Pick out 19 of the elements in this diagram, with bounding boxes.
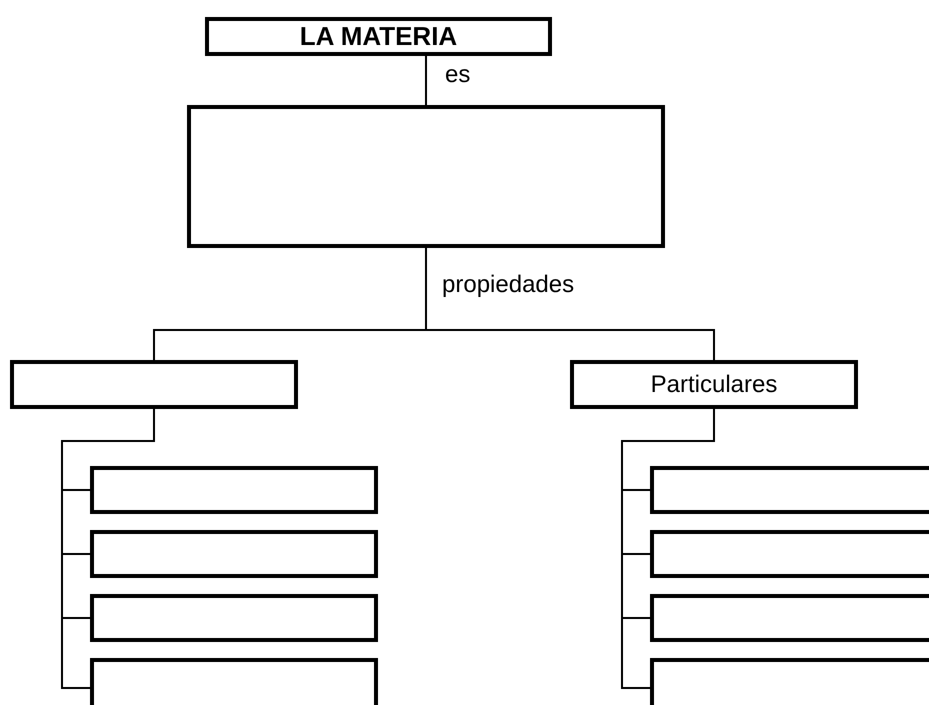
empty-box (650, 658, 929, 705)
connector-line (425, 56, 427, 105)
node-text: LA MATERIA (300, 21, 458, 52)
empty-box (90, 594, 378, 642)
connector-line (621, 409, 715, 689)
connector-line (425, 248, 715, 360)
empty-box (650, 530, 929, 578)
concept-box (205, 17, 552, 56)
concept-box (570, 360, 858, 409)
empty-box (650, 594, 929, 642)
empty-box (90, 530, 378, 578)
edge-label: propiedades (442, 272, 574, 298)
node-text: Particulares (650, 370, 778, 398)
empty-box (650, 466, 929, 514)
empty-box (90, 466, 378, 514)
empty-box (90, 658, 378, 705)
empty-box (187, 105, 665, 248)
connector-line (61, 409, 155, 689)
empty-box (10, 360, 298, 409)
